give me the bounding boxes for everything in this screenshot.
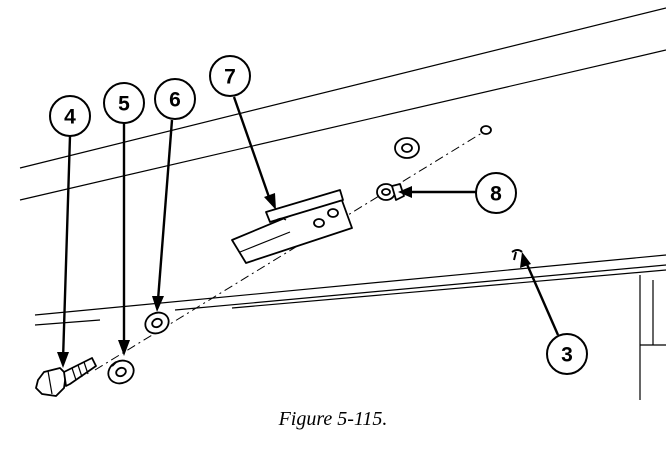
- panel-outline-lines: [19, 7, 666, 400]
- bolt-part: [35, 357, 97, 397]
- callout-3: 3: [546, 333, 588, 375]
- callout-3-label: 3: [561, 344, 573, 367]
- callout-7-label: 7: [224, 66, 236, 89]
- callout-4-label: 4: [64, 106, 76, 129]
- callout-5-label: 5: [118, 93, 130, 116]
- flat-washer-part: [144, 311, 170, 335]
- callout-6-label: 6: [169, 89, 181, 112]
- bracket-part: [231, 189, 353, 264]
- callout-4: 4: [49, 95, 91, 137]
- upper-washer-part: [394, 137, 420, 159]
- leader-arrows: [57, 96, 560, 368]
- callout-8: 8: [475, 172, 517, 214]
- callout-8-label: 8: [490, 183, 502, 206]
- lock-washer-part: [107, 359, 135, 385]
- callout-7: 7: [209, 55, 251, 97]
- figure-caption: Figure 5-115.: [278, 408, 388, 430]
- callout-5: 5: [103, 82, 145, 124]
- grommet-marker-part: [511, 249, 523, 261]
- exploded-parts-diagram: 4 5 6 7 8 3: [19, 7, 666, 400]
- callout-6: 6: [154, 78, 196, 120]
- end-ring-part: [480, 125, 492, 135]
- bushing-part: [376, 183, 405, 201]
